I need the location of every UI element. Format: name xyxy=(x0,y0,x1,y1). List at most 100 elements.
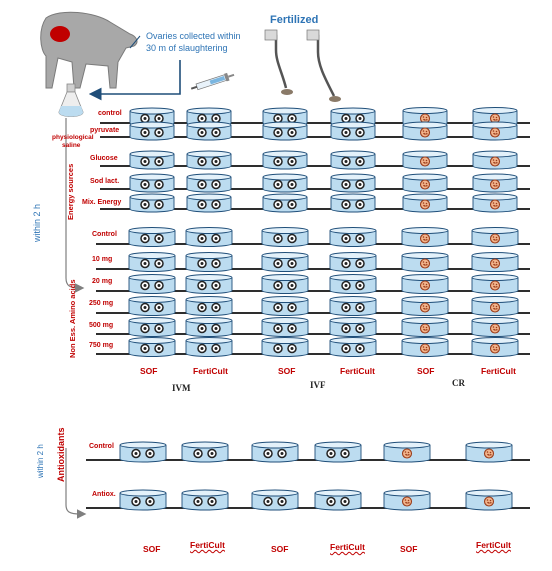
embryo-icon xyxy=(489,199,501,210)
cow-illustration xyxy=(40,11,138,89)
syringe-icon xyxy=(190,72,235,91)
antioxidants-label: Antioxidants xyxy=(56,427,66,482)
dish-amino-2-4 xyxy=(401,274,449,294)
dish-amino-1-3 xyxy=(329,252,377,272)
dish-amino-4-1 xyxy=(185,317,233,337)
dish-amino-0-5 xyxy=(471,227,519,247)
col-label-bottom-sof-3: SOF xyxy=(400,544,418,554)
dish-energy-2-5 xyxy=(472,150,518,170)
col-label-bottom-ferticult-3: FertiCult xyxy=(476,540,511,550)
dish-energy-3-3 xyxy=(330,173,376,193)
dish-energy-3-1 xyxy=(186,173,232,193)
dish-amino-0-4 xyxy=(401,227,449,247)
row-label-500mg: 500 mg xyxy=(89,322,114,329)
dish-energy-4-2 xyxy=(262,193,308,213)
dish-energy-1-4 xyxy=(402,121,448,141)
dish-energy-2-3 xyxy=(330,150,376,170)
dish-antiox-0-1 xyxy=(181,441,229,463)
ovary-highlight-icon xyxy=(50,26,70,42)
dish-amino-0-3 xyxy=(329,227,377,247)
dish-antiox-1-1 xyxy=(181,489,229,511)
pipette-icon-1 xyxy=(264,29,293,95)
embryo-icon xyxy=(419,258,431,269)
dish-amino-2-3 xyxy=(329,274,377,294)
embryo-icon xyxy=(419,179,431,190)
embryo-icon xyxy=(489,127,501,138)
dish-energy-3-0 xyxy=(129,173,175,193)
dish-amino-4-3 xyxy=(329,317,377,337)
col-label-sof-ivm: SOF xyxy=(140,366,158,376)
dish-amino-4-4 xyxy=(401,317,449,337)
col-label-bottom-sof-1: SOF xyxy=(143,544,161,554)
col-label-sof-ivf: SOF xyxy=(278,366,296,376)
embryo-icon xyxy=(489,323,501,334)
dish-antiox-1-0 xyxy=(119,489,167,511)
embryo-icon xyxy=(419,302,431,313)
dish-amino-2-2 xyxy=(261,274,309,294)
saline-label-line2: saline xyxy=(62,142,81,149)
col-label-ferticult-ivm: FertiCult xyxy=(193,366,228,376)
dish-energy-3-5 xyxy=(472,173,518,193)
dish-amino-5-0 xyxy=(128,337,176,357)
dish-antiox-1-2 xyxy=(251,489,299,511)
embryo-icon xyxy=(419,127,431,138)
embryo-icon xyxy=(401,448,413,459)
dish-energy-1-1 xyxy=(186,121,232,141)
dish-amino-2-1 xyxy=(185,274,233,294)
dish-amino-3-3 xyxy=(329,296,377,316)
embryo-icon xyxy=(483,448,495,459)
col-label-bottom-sof-2: SOF xyxy=(271,544,289,554)
dish-amino-5-1 xyxy=(185,337,233,357)
dish-energy-4-3 xyxy=(330,193,376,213)
group-label-ivm: IVM xyxy=(172,383,191,393)
dish-amino-1-1 xyxy=(185,252,233,272)
dish-energy-3-4 xyxy=(402,173,448,193)
col-label-ferticult-ivf: FertiCult xyxy=(340,366,375,376)
dish-amino-0-1 xyxy=(185,227,233,247)
flask-icon xyxy=(58,83,84,117)
row-label-sod-lact: Sod lact. xyxy=(90,178,120,185)
dish-energy-4-1 xyxy=(186,193,232,213)
dish-antiox-1-5 xyxy=(465,489,513,511)
dish-energy-1-5 xyxy=(472,121,518,141)
dish-energy-1-2 xyxy=(262,121,308,141)
col-label-bottom-ferticult-1: FertiCult xyxy=(190,540,225,550)
dish-antiox-0-3 xyxy=(314,441,362,463)
col-label-sof-cr: SOF xyxy=(417,366,435,376)
fertilized-title: Fertilized xyxy=(270,14,319,26)
dish-antiox-0-0 xyxy=(119,441,167,463)
row-label-mix-energy: Mix. Energy xyxy=(82,199,122,206)
embryo-icon xyxy=(419,343,431,354)
dish-amino-1-4 xyxy=(401,252,449,272)
dish-antiox-0-4 xyxy=(383,441,431,463)
within-2h-bottom: within 2 h xyxy=(36,444,45,478)
embryo-icon xyxy=(419,280,431,291)
dish-antiox-0-5 xyxy=(465,441,513,463)
dish-antiox-0-2 xyxy=(251,441,299,463)
col-label-ferticult-cr: FertiCult xyxy=(481,366,516,376)
dish-amino-0-0 xyxy=(128,227,176,247)
embryo-icon xyxy=(419,323,431,334)
dish-amino-1-2 xyxy=(261,252,309,272)
group-label-cr: CR xyxy=(452,378,465,388)
dish-amino-2-0 xyxy=(128,274,176,294)
row-label-glucose: Glucose xyxy=(90,155,118,162)
row-label-pyruvate: pyruvate xyxy=(90,127,120,134)
collection-note-line2: 30 m of slaughtering xyxy=(146,43,228,53)
row-label-control-aa: Control xyxy=(92,231,117,238)
dish-amino-4-2 xyxy=(261,317,309,337)
embryo-icon xyxy=(419,233,431,244)
dish-energy-4-4 xyxy=(402,193,448,213)
dish-antiox-1-4 xyxy=(383,489,431,511)
embryo-icon xyxy=(489,233,501,244)
row-label-250mg: 250 mg xyxy=(89,300,114,307)
energy-sources-label: Energy sources xyxy=(66,163,75,220)
embryo-icon xyxy=(489,156,501,167)
dish-energy-3-2 xyxy=(262,173,308,193)
dish-energy-1-3 xyxy=(330,121,376,141)
embryo-icon xyxy=(483,496,495,507)
row-label-antiox: Antiox. xyxy=(92,491,116,498)
left-flow-line xyxy=(65,118,85,293)
col-label-bottom-ferticult-2: FertiCult xyxy=(330,542,365,552)
dish-energy-4-0 xyxy=(129,193,175,213)
